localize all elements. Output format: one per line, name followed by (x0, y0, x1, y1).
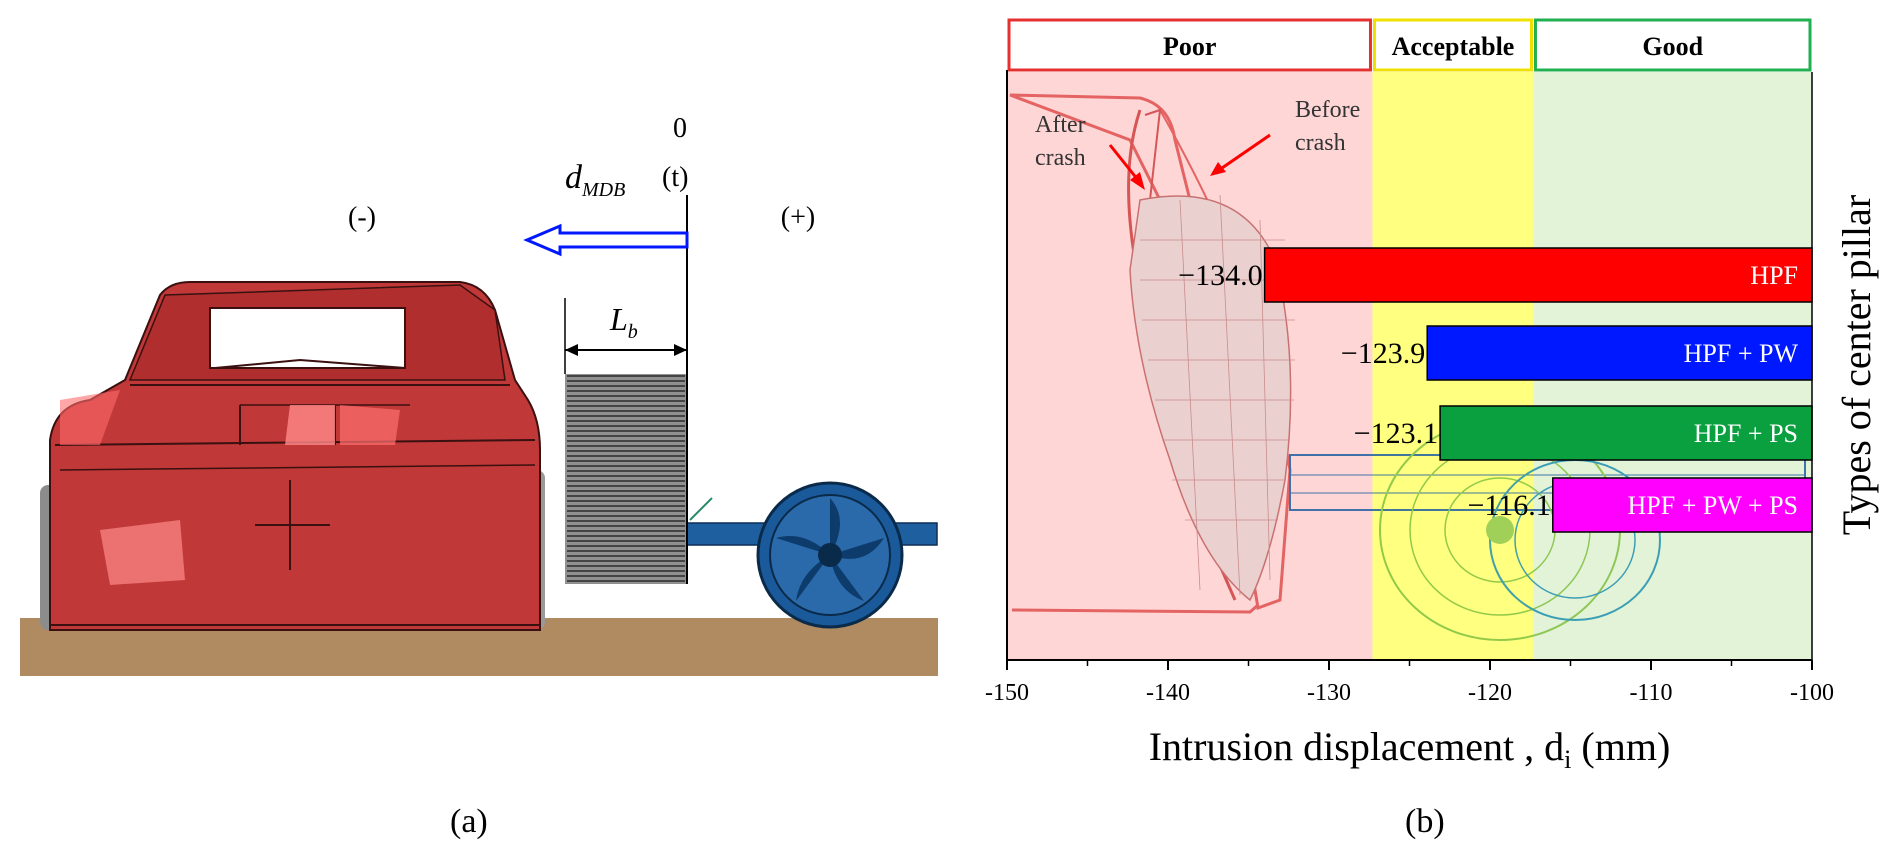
panel-b-label: (b) (1405, 803, 1445, 840)
zero-label: 0 (673, 113, 687, 144)
before-crash-label-2: crash (1295, 130, 1346, 156)
zone-header-label: Poor (1163, 32, 1216, 61)
x-axis-title: Intrusion displacement , di (mm) (1149, 724, 1671, 774)
bar-category-label: HPF (1750, 261, 1798, 290)
bar-value-label: −123.9 (1341, 337, 1425, 370)
zone-header-box (1007, 18, 1372, 72)
bar-value-label: −116.1 (1467, 489, 1550, 522)
x-tick-label: -140 (1146, 680, 1190, 706)
x-tick-label: -120 (1468, 680, 1512, 706)
car-model-image (40, 281, 545, 631)
x-tick-label: -130 (1307, 680, 1351, 706)
panel-b-chart: After crash Before crash Poor Acceptable G… (985, 18, 1879, 774)
x-tick-label: -100 (1790, 680, 1834, 706)
panel-a-illustration: 0 dMDB (t) (-) (+) Lb (20, 113, 938, 676)
bar-value-label: −123.1 (1354, 417, 1438, 450)
x-axis-title-main: Intrusion displacement , d (1149, 724, 1564, 769)
barrier-block (565, 374, 688, 584)
bar-category-label: HPF + PW (1684, 339, 1799, 368)
bar (1426, 325, 1813, 381)
time-label: (t) (662, 162, 688, 193)
y-axis-title: Types of center pillar (1834, 195, 1879, 535)
x-tick-label: -150 (985, 680, 1029, 706)
direction-arrow (523, 223, 689, 257)
after-crash-arrow (1108, 144, 1140, 181)
after-crash-label-1: After (1035, 112, 1086, 138)
zone-headers: Poor Acceptable Good (1007, 18, 1812, 72)
bar (1439, 405, 1813, 461)
length-symbol: L (609, 301, 628, 337)
zone-header-label: Good (1642, 32, 1703, 61)
positive-direction-label: (+) (781, 202, 815, 233)
bar-value-label: −134.0 (1178, 259, 1262, 292)
trolley (686, 481, 938, 629)
negative-direction-label: (-) (348, 202, 376, 233)
x-axis-title-subscript: i (1564, 745, 1571, 774)
before-crash-arrow (1221, 133, 1271, 170)
bar-category-label: HPF + PS (1694, 419, 1798, 448)
before-crash-label-1: Before (1295, 97, 1360, 123)
length-label: Lb (609, 301, 638, 343)
panel-a-label: (a) (450, 803, 488, 840)
d-subscript: MDB (581, 179, 625, 201)
bar (1552, 477, 1813, 533)
bar (1263, 247, 1813, 303)
zone-header-label: Acceptable (1392, 32, 1515, 61)
x-axis-title-unit: (mm) (1571, 724, 1670, 769)
d-mdb-label: dMDB (565, 159, 625, 201)
after-crash-label-2: crash (1035, 145, 1086, 171)
zone-header-box (1533, 18, 1812, 72)
length-subscript: b (628, 321, 638, 343)
bar-category-label: HPF + PW + PS (1628, 491, 1798, 520)
d-symbol: d (565, 159, 583, 196)
x-tick-label: -110 (1629, 680, 1672, 706)
zone-header-box (1372, 18, 1533, 72)
